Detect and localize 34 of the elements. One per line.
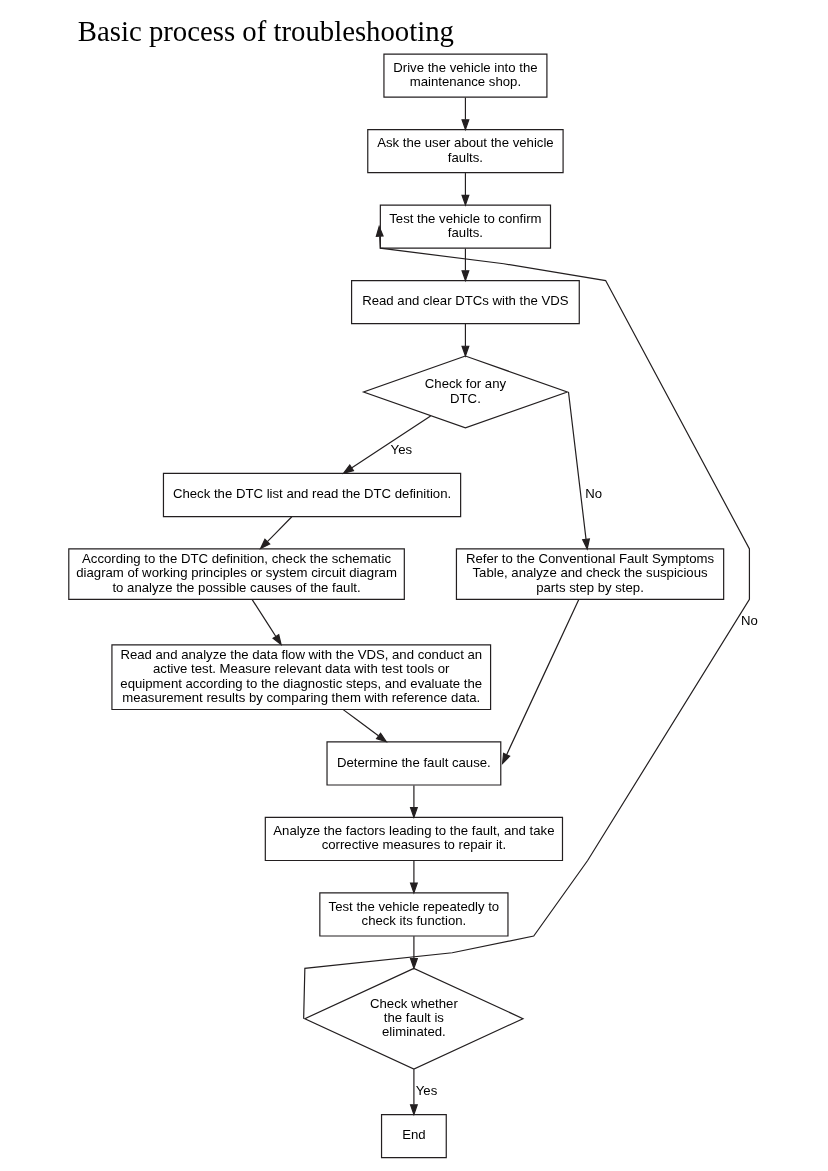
node-box: According to the DTC definition, check the schematic diagram of working principles or system circuit diagram to analyze the possible causes of the fault. [67,548,405,600]
arrow [460,323,470,358]
arrow [409,935,418,971]
node-box: Test the vehicle repeatedly to check its function. [318,892,509,937]
edge-label: Yes [390,442,412,458]
arrow [501,598,579,766]
node-box: Analyze the factors leading to the fault, and take corrective measures to repair it. [264,816,563,862]
node-box: Read and analyze the data flow with the VDS, and conduct an active test. Measure relevant data with test tools or equipment according to the diagnostic steps, and evaluate the measurement results by comparing them with reference data. [110,644,491,711]
node-box: Determine the fault cause. [325,741,501,786]
arrow [251,599,282,647]
diagram-title: Basic process of troubleshooting [77,15,454,48]
edge-label: No [740,613,758,629]
arrow [567,391,590,551]
node-box: Check the DTC list and read the DTC definition. [162,472,461,518]
arrow [460,172,470,207]
arrow [342,709,388,743]
node-box: Drive the vehicle into the maintenance shop. [382,53,547,98]
arrow [409,1068,418,1117]
node-box: End [380,1113,447,1159]
arrow [341,415,431,475]
node-diamond: Check whether the fault is eliminated. [302,967,524,1070]
edge-label: Yes [415,1083,437,1099]
node-diamond: Check for any DTC. [361,355,569,429]
edge-label: No [584,486,602,502]
arrow [302,224,750,1020]
node-box: Refer to the Conventional Fault Symptoms Table, analyze and check the suspicious parts step by step. [455,548,724,600]
arrow [409,784,418,819]
node-box: Read and clear DTCs with the VDS [350,279,580,325]
arrow [460,247,470,283]
node-box: Ask the user about the vehicle faults. [366,128,564,174]
arrow [258,516,292,550]
arrow [460,97,470,132]
arrow [409,860,418,895]
node-box: Test the vehicle to confirm faults. [379,204,551,249]
